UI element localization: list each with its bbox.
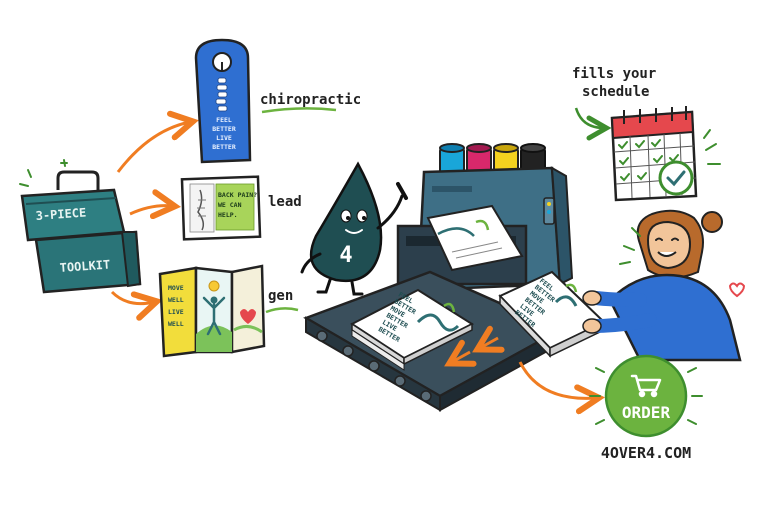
arrow-to-door-hanger [116, 122, 190, 173]
ink-can-cyan [439, 143, 465, 175]
person [582, 209, 746, 362]
cart-icon [630, 374, 662, 398]
label-gen: gen [268, 288, 293, 304]
toolbox-bottom-text: TOOLKIT [59, 257, 110, 274]
order-button[interactable]: ORDER [589, 354, 703, 438]
label-fills-line1: fills your [572, 66, 656, 82]
arrow-to-order [518, 361, 596, 398]
calendar [610, 106, 721, 202]
printed-stack: FEEL BETTER MOVE BETTER LIVE BETTER [350, 288, 475, 371]
door-hanger: FEEL BETTER LIVE BETTER [194, 38, 252, 164]
ink-can-yellow [493, 143, 519, 175]
label-chiropractic: chiropractic [260, 92, 361, 108]
order-url[interactable]: 4OVER4.COM [601, 444, 691, 462]
arrow-to-postcard [129, 206, 172, 214]
printing-press [396, 166, 574, 292]
ink-drop-mascot: 4 [300, 161, 408, 296]
toolbox: 3-PIECE TOOLKIT [19, 159, 142, 294]
held-stack: FEEL BETTER MOVE BETTER LIVE BETTER [498, 270, 606, 358]
brochure: MOVE WELL LIVE WELL [158, 264, 266, 358]
toolbox-top-text: 3-PIECE [35, 205, 86, 222]
postcard: BACK PAIN? WE CAN HELP. [180, 175, 262, 241]
order-label: ORDER [622, 403, 671, 422]
brochure-line-3: LIVE [168, 308, 184, 316]
postcard-line-2: WE CAN [218, 201, 242, 209]
brochure-line-4: WELL [168, 320, 184, 328]
door-hanger-line-1: FEEL [216, 116, 232, 124]
door-hanger-line-3: LIVE [216, 134, 232, 142]
mascot-number: 4 [339, 243, 352, 268]
door-hanger-line-4: BETTER [212, 143, 236, 151]
brochure-line-1: MOVE [168, 284, 184, 292]
arrow-to-brochure [110, 290, 154, 304]
postcard-line-1: BACK PAIN? [218, 191, 257, 199]
brochure-line-2: WELL [168, 296, 184, 304]
label-fills-line2: schedule [582, 84, 649, 100]
ink-can-magenta [466, 143, 492, 175]
door-hanger-line-2: BETTER [212, 125, 236, 133]
postcard-line-3: HELP. [218, 211, 238, 219]
label-lead: lead [268, 194, 302, 210]
